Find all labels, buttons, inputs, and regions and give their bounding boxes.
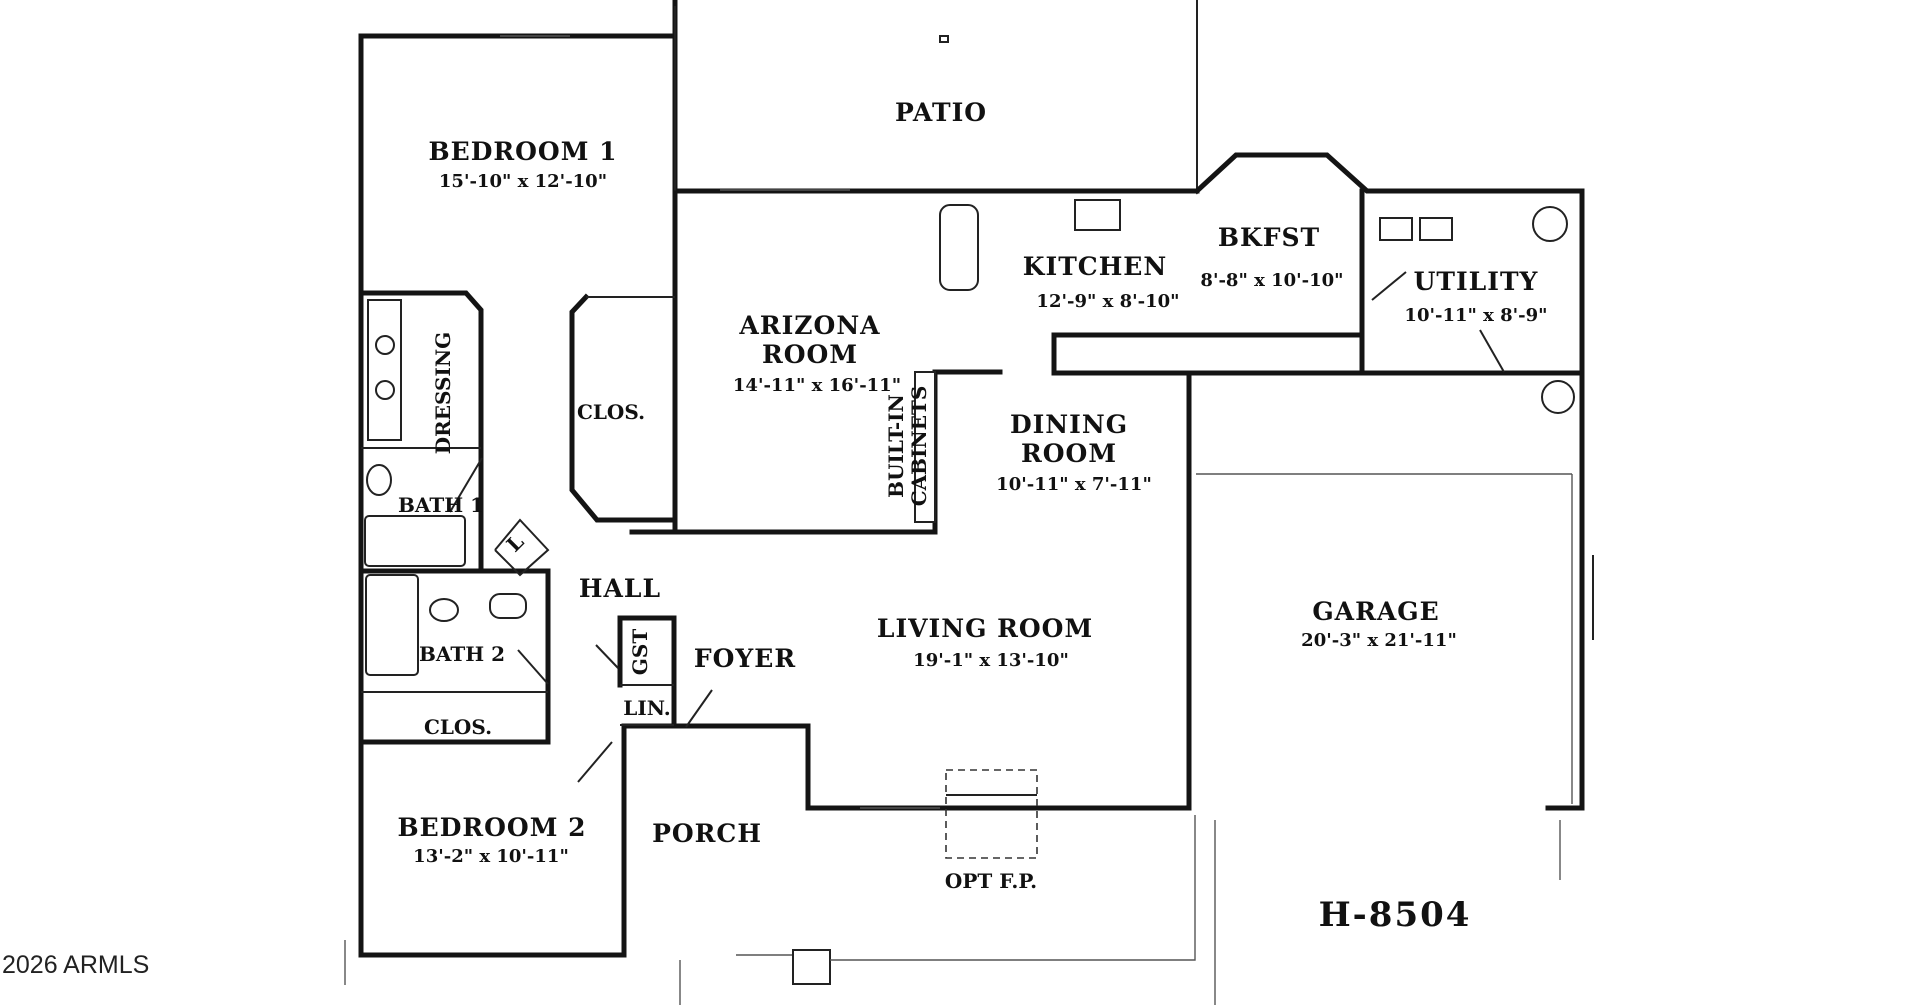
toilet-icon (366, 464, 392, 496)
washer-icon (1379, 217, 1413, 241)
counter-icon (939, 204, 979, 291)
room-dimensions: 20'-3" x 21'-11" (1301, 630, 1457, 651)
linen-closet-label: LIN. (623, 696, 670, 720)
room-living-room: LIVING ROOM 19'-1" x 13'-10" (877, 614, 1093, 671)
room-dimensions: 14'-11" x 16'-11" (733, 375, 901, 396)
room-name: GARAGE (1312, 597, 1439, 626)
copyright-notice: 2026 ARMLS (2, 951, 150, 979)
dressing-label: DRESSING (431, 332, 455, 454)
sink-icon (375, 335, 395, 355)
vanity-counter (367, 299, 402, 441)
room-bedroom-1: BEDROOM 1 15'-10" x 12'-10" (429, 137, 618, 192)
hall-label: HALL (579, 574, 661, 603)
room-dimensions: 13'-2" x 10'-11" (413, 846, 569, 867)
room-labels: BEDROOM 1 15'-10" x 12'-10" PATIO ARIZON… (398, 98, 1548, 867)
room-dimensions: 15'-10" x 12'-10" (439, 171, 607, 192)
plan-id: H-8504 (1319, 895, 1472, 935)
room-name: KITCHEN (1023, 252, 1167, 281)
sink-icon (489, 593, 527, 619)
range-icon (1074, 199, 1121, 231)
room-dimensions: 19'-1" x 13'-10" (913, 650, 1069, 671)
room-breakfast: BKFST 8'-8" x 10'-10" (1200, 223, 1343, 291)
fireplace-label: OPT F.P. (945, 869, 1037, 893)
guest-closet-label: GST (628, 629, 652, 676)
room-utility: UTILITY 10'-11" x 8'-9" (1404, 267, 1547, 326)
porch-post (792, 949, 831, 985)
room-patio: PATIO (895, 98, 987, 127)
room-name: ROOM (1021, 439, 1117, 468)
room-name: BKFST (1218, 223, 1320, 252)
porch-label: PORCH (652, 819, 762, 848)
room-dining-room: DINING ROOM 10'-11" x 7'-11" (996, 410, 1152, 495)
room-name: UTILITY (1414, 267, 1539, 296)
room-dimensions: 10'-11" x 7'-11" (996, 474, 1152, 495)
small-labels: DRESSING CLOS. BATH 1 L HALL GST LIN. FO… (398, 332, 1037, 893)
closet-label: CLOS. (577, 400, 645, 424)
room-dimensions: 10'-11" x 8'-9" (1404, 305, 1547, 326)
linen-l-label: L (502, 530, 529, 557)
room-kitchen: KITCHEN 12'-9" x 8'-10" (1023, 252, 1180, 312)
water-heater-icon (1541, 380, 1575, 414)
bath-1-label: BATH 1 (398, 493, 484, 517)
room-arizona-room: ARIZONA ROOM 14'-11" x 16'-11" (733, 311, 901, 396)
room-name: BEDROOM 2 (398, 813, 587, 842)
room-bedroom-2: BEDROOM 2 13'-2" x 10'-11" (398, 813, 587, 867)
room-dimensions: 8'-8" x 10'-10" (1200, 270, 1343, 291)
sink-icon (375, 380, 395, 400)
dryer-icon (1419, 217, 1453, 241)
fixtures (344, 35, 1594, 1005)
room-name: PATIO (895, 98, 987, 127)
foyer-label: FOYER (694, 644, 796, 673)
room-name: DINING (1010, 410, 1128, 439)
fireplace-outline (945, 769, 1038, 859)
cabinets-label: CABINETS (907, 386, 931, 507)
room-name: ARIZONA (738, 311, 880, 340)
room-dimensions: 12'-9" x 8'-10" (1036, 291, 1179, 312)
closet-label: CLOS. (424, 715, 492, 739)
room-name: BEDROOM 1 (429, 137, 618, 166)
toilet-icon (429, 598, 459, 622)
built-in-label: BUILT-IN (884, 394, 908, 498)
room-name: LIVING ROOM (877, 614, 1093, 643)
water-heater-icon (1532, 206, 1568, 242)
bathtub-icon (365, 574, 419, 676)
bath-2-label: BATH 2 (419, 642, 505, 666)
bathtub-icon (364, 515, 466, 567)
room-garage: GARAGE 20'-3" x 21'-11" (1301, 597, 1457, 651)
cabinet-icon (914, 371, 936, 523)
room-name: ROOM (762, 340, 858, 369)
